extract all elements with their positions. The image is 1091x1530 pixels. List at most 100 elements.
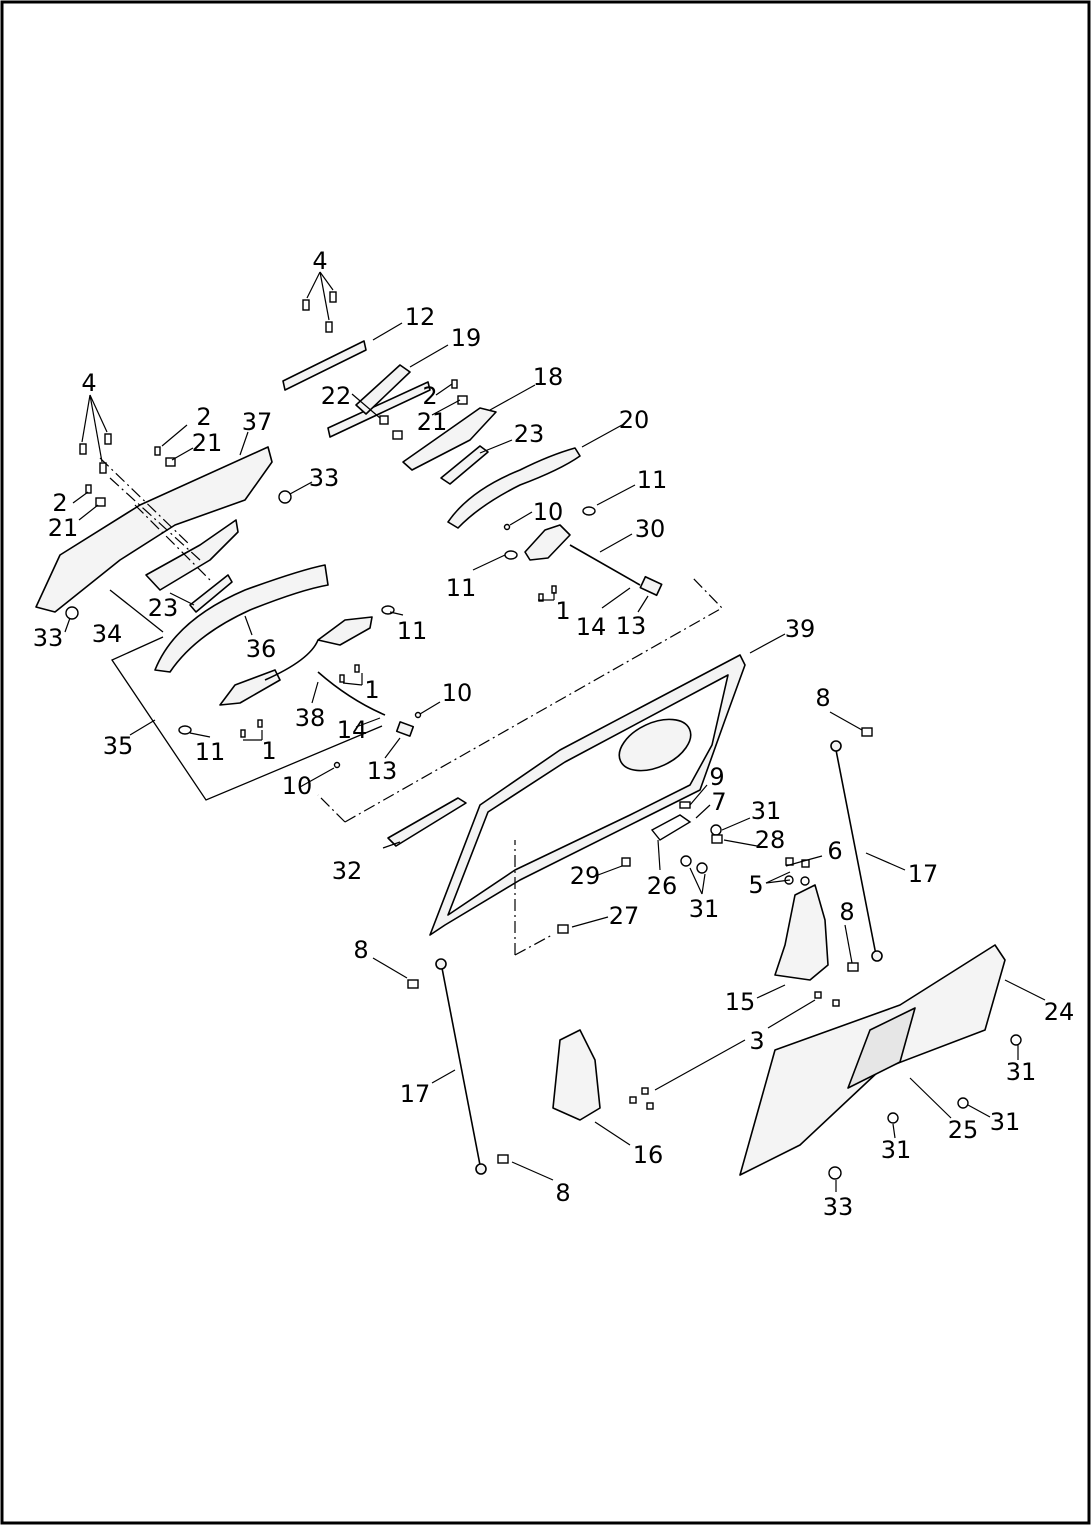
part-light-30 [524,524,571,561]
assembly-line-left [317,794,346,823]
callout-label: 10 [533,498,564,526]
callout-label: 31 [990,1108,1021,1136]
part-connector-13-lower [395,721,415,737]
callout-label: 35 [103,732,134,760]
screw-2-a [154,446,161,456]
part-bracket-19 [355,364,411,415]
callout-label: 32 [332,857,363,885]
clip-9 [679,801,691,809]
part-strut-17-right-eye-bottom [871,950,883,962]
leader-lines [64,271,1046,1192]
callout-label: 31 [689,895,720,923]
screw-1-d [339,674,345,683]
callout-label: 4 [312,247,327,275]
callout-label: 7 [711,788,726,816]
callout-label: 8 [839,898,854,926]
callout-label: 9 [709,763,724,791]
clip-21-b [95,497,106,507]
callout-label: 1 [364,676,379,704]
part-trim-20 [447,447,581,529]
callout-label: 23 [514,420,545,448]
assembly-outline-lines [99,457,723,956]
alignment-line-a [109,477,201,561]
alignment-line-b [99,457,191,546]
callout-label: 28 [755,826,786,854]
callout-label: 33 [33,624,64,652]
group-bracket-34 [109,589,164,633]
part-bracket-18 [402,407,497,471]
callout-label: 5 [748,871,763,899]
callout-label: 24 [1044,998,1075,1026]
screw-4-a [302,299,310,311]
callout-label: 2 [422,382,437,410]
callout-label: 2 [52,489,67,517]
screw-1-a [551,585,557,594]
part-plate-23-upper [440,445,489,485]
callout-label: 19 [451,324,482,352]
screw-2-b [85,484,92,494]
callout-label: 1 [555,597,570,625]
callout-label: 10 [282,772,313,800]
screw-1-b [538,593,544,602]
part-strut-17-left-eye-bottom [475,1163,487,1175]
part-lid-39-cavity [618,718,692,772]
screw-3-b [832,999,840,1007]
bulb-11-d [178,725,192,735]
callout-label: 27 [609,902,640,930]
callout-label: 11 [446,574,477,602]
part-strut-17-right-eye-top [830,740,842,752]
callout-label: 14 [337,716,368,744]
alignment-line-c [134,504,211,581]
nut-31-d [1010,1034,1022,1046]
callout-label: 14 [576,613,607,641]
callout-label: 8 [555,1179,570,1207]
callout-label: 25 [948,1116,979,1144]
part-bracket-34 [145,519,239,591]
callout-label: 13 [367,757,398,785]
callout-label: 3 [749,1027,764,1055]
callout-label: 12 [405,303,436,331]
callout-label: 33 [823,1193,854,1221]
bulb-11-b [504,550,518,560]
callout-label: 6 [827,837,842,865]
screw-3-d [629,1096,637,1104]
fastener-hardware [65,291,1022,1180]
callout-label: 36 [246,635,277,663]
part-grille-25 [847,1007,916,1089]
stud-27 [557,924,569,934]
callout-label: 21 [192,429,223,457]
screw-4-c [325,321,333,333]
screw-2-c [451,379,458,389]
assembly-line-upper [344,576,723,823]
part-hinge-15 [774,884,829,981]
part-strip-32 [387,797,467,847]
screw-4-e [104,433,112,445]
callout-label: 21 [417,408,448,436]
screw-1-e [257,719,263,728]
screw-4-f [99,462,107,474]
part-connector-13-upper [639,575,663,597]
grommet-10-c [333,761,341,769]
grommet-10-a [503,523,511,531]
group-bracket-35 [111,636,383,801]
callout-label: 31 [1006,1058,1037,1086]
callout-label: 4 [81,369,96,397]
clip-21-c [392,430,403,440]
callout-label: 17 [400,1080,431,1108]
callout-label: 31 [751,797,782,825]
callout-label: 30 [635,515,666,543]
part-strut-17-right [835,749,877,956]
callout-label: 18 [533,363,564,391]
washer-5-b [800,876,810,886]
screw-4-b [329,291,337,303]
callout-label: 2 [196,403,211,431]
callout-label: 37 [242,408,273,436]
part-plate-23-lower [189,574,233,613]
part-light-38-right [317,616,373,646]
grommet-10-b [414,711,422,719]
pushpin-33-c [828,1166,842,1180]
callout-label: 39 [785,615,816,643]
latch-26 [650,814,692,841]
